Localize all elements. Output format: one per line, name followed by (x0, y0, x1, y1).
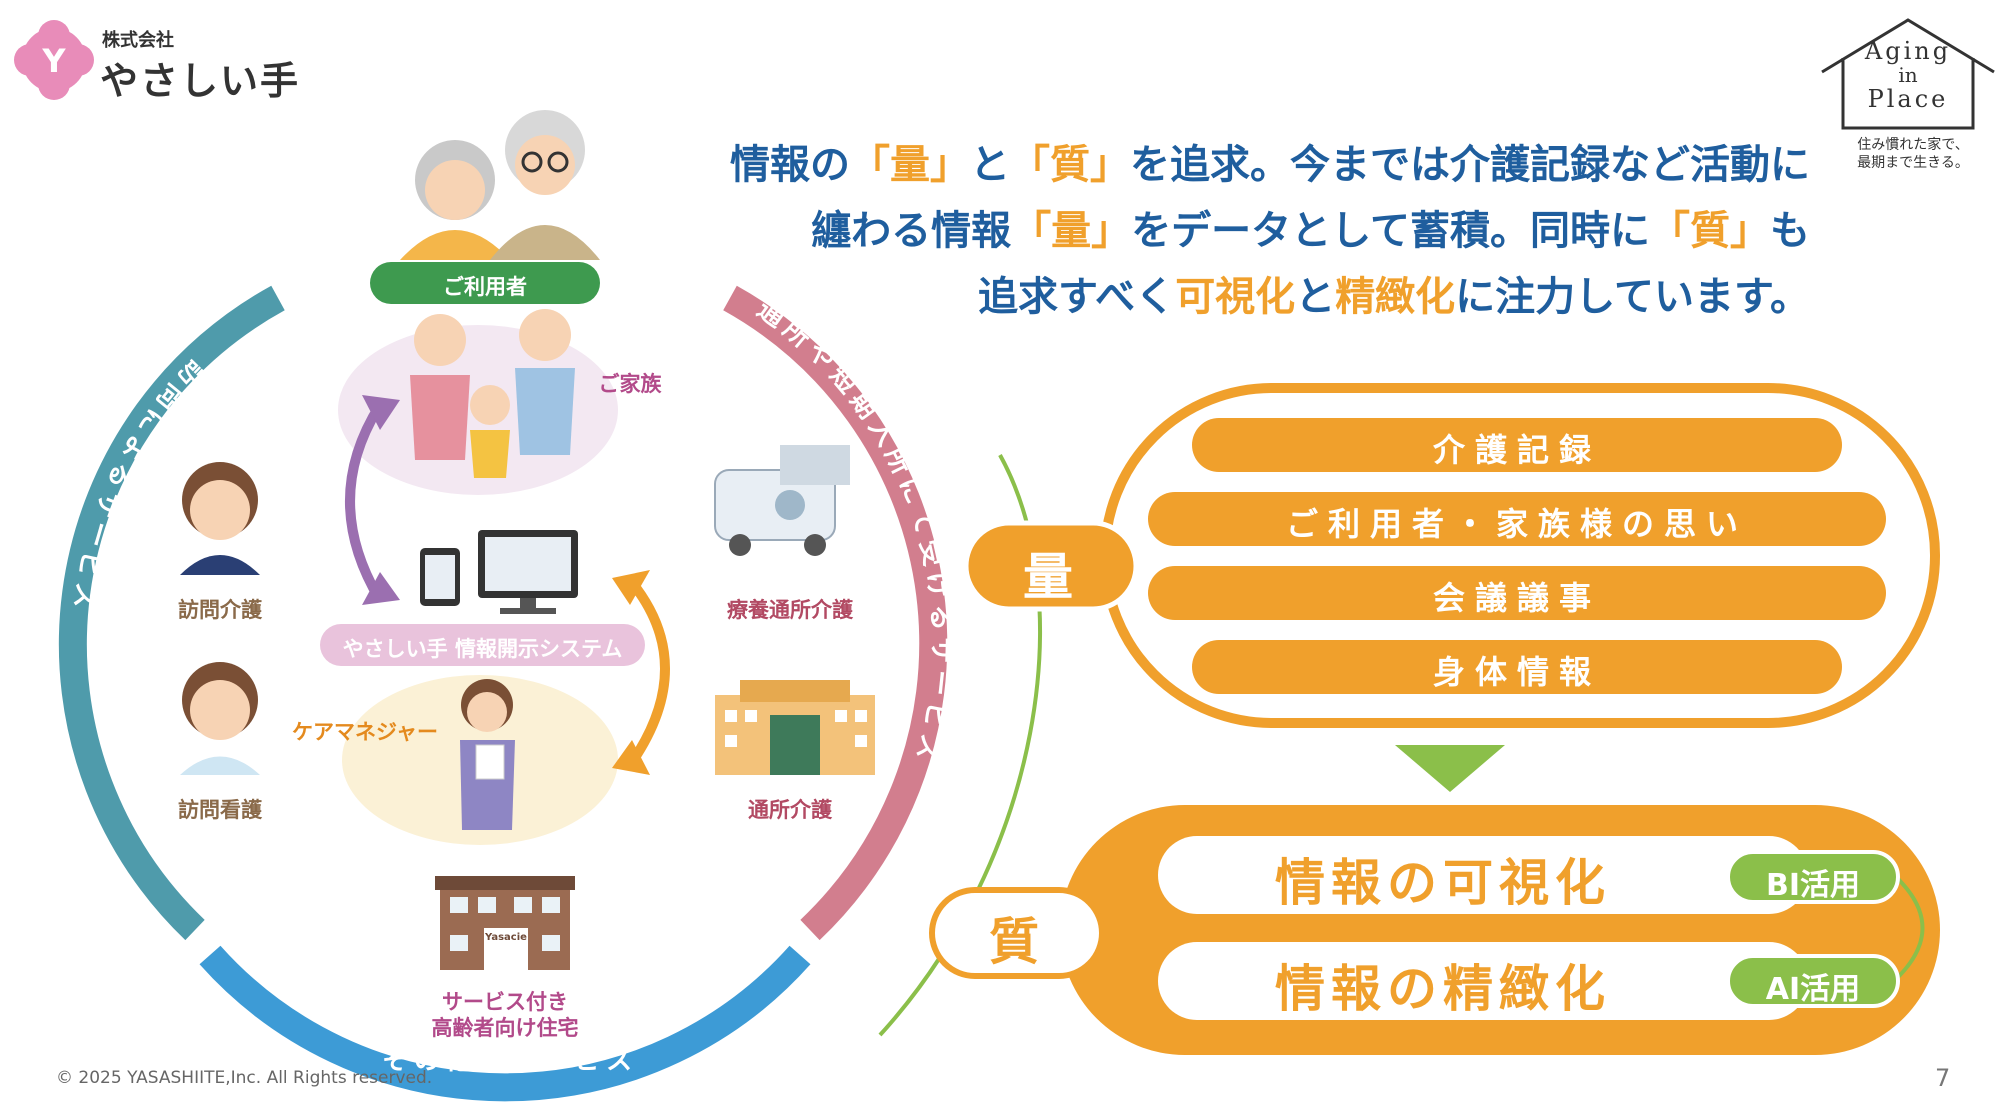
headline-text: 追求すべく (977, 274, 1176, 320)
quantity-item-care-records: 介護記録 (1432, 431, 1601, 469)
logo-company-type: 株式会社 (102, 30, 174, 51)
headline-text: 纏わる情報 (811, 208, 1012, 254)
logo-mark-icon: Y (14, 20, 94, 100)
family-icon (410, 309, 575, 478)
aging-in-place-house-icon (1821, 18, 1995, 130)
quantity-item-physical-info: 身体情報 (1432, 653, 1601, 691)
building-sign: Yasacie (485, 932, 527, 943)
headline-text: に注力しています。 (1455, 274, 1810, 320)
purple-arrow (345, 395, 400, 605)
arc-bottom-text: その他のサービス (381, 1046, 638, 1076)
user-label-pill (370, 262, 600, 304)
visit-nursing-label: 訪問看護 (178, 798, 262, 822)
aging-line-2: in (1898, 63, 1918, 87)
aging-tagline-1: 住み慣れた家で、 (1857, 137, 1969, 153)
arc-day-services (723, 285, 948, 941)
aging-tagline-2: 最期まで生きる。 (1857, 155, 1969, 171)
bi-badge-label: BI活用 (1765, 868, 1861, 903)
headline-text: を追求。今までは介護記録など活動に (1130, 142, 1810, 188)
family-label: ご家族 (598, 372, 662, 396)
quality-item-refinement: 情報の精緻化 (1275, 960, 1611, 1018)
housing-building-icon (435, 876, 575, 970)
devices-icon (420, 530, 578, 614)
quantity-label-box (963, 520, 1139, 612)
quantity-pill-1 (1192, 418, 1842, 472)
quality-label-box (929, 887, 1105, 979)
aging-line-3: Place (1867, 85, 1949, 113)
logo-company-name: やさしい手 (100, 59, 301, 103)
rehab-day-care-label: 療養通所介護 (727, 598, 853, 622)
quantity-item-user-family-thoughts: ご利用者・家族様の思い (1285, 505, 1748, 543)
visit-nursing-person-icon (180, 662, 260, 775)
headline-highlight: 「質」 (1650, 208, 1770, 254)
visit-care-person-icon (180, 462, 260, 575)
housing-label-1: サービス付き (442, 990, 568, 1014)
headline-text: と (1295, 274, 1336, 320)
ai-badge (1726, 954, 1900, 1008)
quantity-label: 量 (1023, 548, 1079, 606)
aging-tagline: 住み慣れた家で、 最期まで生きる。 (1838, 136, 1988, 172)
housing-label-2: 高齢者向け住宅 (431, 1016, 579, 1040)
orange-arrow (612, 570, 670, 775)
care-van-icon (714, 445, 850, 556)
headline-text: も (1770, 208, 1810, 254)
badge-connector (1893, 874, 1925, 982)
headline-text: 情報の (730, 142, 850, 188)
headline-highlight: 精緻化 (1335, 274, 1456, 320)
quality-pill-2 (1158, 942, 1808, 1020)
headline-line-3: 追求すべく可視化と精緻化に注力しています。 (700, 264, 1810, 330)
down-triangle (1395, 745, 1505, 792)
headline-highlight: 「質」 (1010, 142, 1130, 188)
arc-visit-services (58, 285, 285, 941)
page-number: 7 (1935, 1064, 1951, 1092)
headline-highlight: 「量」 (1011, 208, 1132, 254)
system-label: やさしい手 情報開示システム (342, 637, 623, 661)
quantity-pill-2 (1148, 492, 1886, 546)
bi-badge (1726, 850, 1900, 904)
quality-label: 質 (989, 913, 1045, 971)
system-label-pill (320, 624, 645, 666)
ai-badge-label: AI活用 (1765, 972, 1861, 1007)
day-care-label: 通所介護 (748, 798, 832, 822)
arc-other-services (199, 945, 811, 1102)
quantity-pill-3 (1148, 566, 1886, 620)
copyright: © 2025 YASASHIITE,Inc. All Rights reserv… (56, 1068, 433, 1088)
visit-care-label: 訪問介護 (178, 598, 262, 622)
headline-highlight: 可視化 (1175, 274, 1296, 320)
headline: 情報の「量」と「質」を追求。今までは介護記録など活動に 纏わる情報「量」をデータ… (700, 132, 1810, 330)
svg-text:Y: Y (41, 42, 66, 80)
day-care-building-icon (715, 680, 875, 775)
company-logo: 株式会社 やさしい手 (14, 22, 334, 103)
headline-line-1: 情報の「量」と「質」を追求。今までは介護記録など活動に (700, 132, 1810, 198)
care-manager-person-icon (460, 679, 515, 830)
aging-in-place-logo: Aging in Place (1843, 38, 1973, 112)
quality-item-visualization: 情報の可視化 (1275, 854, 1611, 912)
quantity-pill-4 (1192, 640, 1842, 694)
quantity-item-meeting-minutes: 会議議事 (1432, 579, 1601, 617)
care-manager-label: ケアマネジャー (292, 720, 438, 744)
headline-line-2: 纏わる情報「量」をデータとして蓄積。同時に「質」も (700, 198, 1810, 264)
headline-text: と (970, 142, 1010, 188)
aging-line-1: Aging (1864, 37, 1952, 65)
headline-text: をデータとして蓄積。同時に (1131, 208, 1650, 254)
user-label: ご利用者 (443, 275, 527, 299)
elderly-couple-icon (400, 110, 600, 260)
quality-pill-1 (1158, 836, 1808, 914)
headline-highlight: 「量」 (850, 142, 970, 188)
